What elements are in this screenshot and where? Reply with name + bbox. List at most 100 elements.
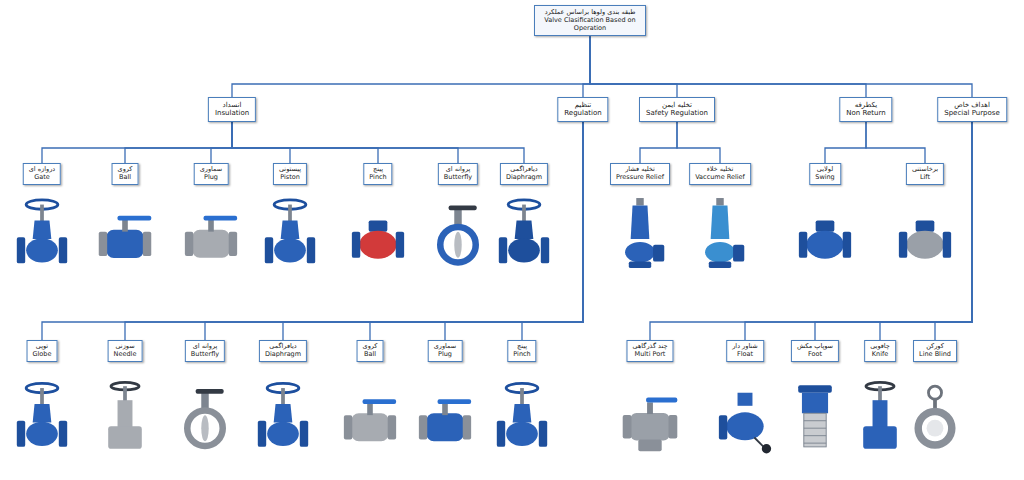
persian-label: چاقویی <box>870 343 890 351</box>
persian-label: تنظیم <box>564 101 601 109</box>
connector <box>232 122 378 163</box>
english-label: Vaccume Relief <box>695 174 745 182</box>
connector <box>522 122 583 340</box>
connector <box>640 122 677 163</box>
valve-type-box: سماوریPlug <box>194 163 229 185</box>
persian-label: تخلیه ایمن <box>646 101 708 109</box>
valve-type-box: لولاییSwing <box>809 163 841 185</box>
category-box: تنظیمRegulation <box>557 97 608 122</box>
category-box: تخلیه ایمنSafety Regulation <box>639 97 715 122</box>
english-label: Globe <box>33 351 52 359</box>
persian-label: کورکن <box>919 343 951 351</box>
persian-label: تخلیه فشار <box>616 166 664 174</box>
english-label: Needle <box>114 351 137 359</box>
valve-type-box: پینچPinch <box>507 340 536 362</box>
persian-label: لولایی <box>815 166 835 174</box>
persian-label: طبقه بندی ولوها براساس عملکرد <box>539 9 641 17</box>
valve-type-box: دیافراگمیDiaphragm <box>259 340 307 362</box>
english-label: Gate <box>29 174 55 182</box>
diaphragm-valve-icon <box>499 200 549 263</box>
connector <box>825 122 866 163</box>
persian-label: انسداد <box>215 101 249 109</box>
english-label: Pinch <box>369 174 386 182</box>
connector <box>125 122 232 163</box>
english-label: Lift <box>912 174 938 182</box>
persian-label: چند گذرگاهی <box>632 343 667 351</box>
persian-label: اهداف خاص <box>944 101 1000 109</box>
pressure-relief-icon <box>625 198 664 268</box>
connector <box>745 122 972 340</box>
gate-valve-icon <box>17 200 67 263</box>
line-blind-icon <box>918 386 952 445</box>
float-valve-icon <box>719 393 771 454</box>
pinch-valve-icon <box>352 220 404 258</box>
needle-valve-icon <box>108 382 142 448</box>
persian-label: دیافراگمی <box>506 166 542 174</box>
connector <box>42 122 583 340</box>
valve-type-box: دیافراگمیDiaphragm <box>500 163 548 185</box>
valve-type-box: شناور دارFloat <box>726 340 764 362</box>
valve-type-box: تخلیه خلاءVaccume Relief <box>689 163 751 185</box>
connector <box>445 122 583 340</box>
connector <box>650 122 972 340</box>
valve-type-box: پروانه ایButterfly <box>185 340 225 362</box>
valve-type-box: پیستونیPiston <box>273 163 307 185</box>
plug-valve-icon <box>185 216 237 258</box>
connector <box>232 122 524 163</box>
connector <box>880 122 972 340</box>
english-label: Piston <box>279 174 301 182</box>
english-label: Pressure Relief <box>616 174 664 182</box>
valve-type-box: پروانه ایButterfly <box>438 163 478 185</box>
connector <box>590 36 972 97</box>
foot-valve-icon <box>798 385 832 447</box>
valve-type-box: کرویBall <box>357 340 384 362</box>
valve-type-box: سوزنیNeedle <box>108 340 143 362</box>
persian-label: توپی <box>33 343 52 351</box>
english-label: Plug <box>200 174 223 182</box>
persian-label: شناور دار <box>732 343 758 351</box>
connector <box>211 122 232 163</box>
connector <box>232 122 290 163</box>
persian-label: کروی <box>118 166 133 174</box>
english-label: Diaphragm <box>265 351 301 359</box>
connector <box>42 122 232 163</box>
english-label: Foot <box>797 351 833 359</box>
root-box: طبقه بندی ولوها براساس عملکردValve Clasi… <box>534 5 646 36</box>
connector <box>125 122 583 340</box>
valve-type-box: پینچPinch <box>363 163 392 185</box>
english-label: Ball <box>363 351 378 359</box>
persian-label: کروی <box>363 343 378 351</box>
valve-type-box: سوپاپ مکشFoot <box>791 340 839 362</box>
valve-type-box: کورکنLine Blind <box>913 340 957 362</box>
connector <box>590 36 866 97</box>
globe-valve-icon <box>17 383 67 446</box>
persian-label: پروانه ای <box>191 343 219 351</box>
english-label: Float <box>732 351 758 359</box>
swing-check-icon <box>799 220 851 258</box>
piston-valve-icon <box>265 200 315 263</box>
connector <box>866 122 925 163</box>
ball-valve-icon <box>344 399 396 441</box>
vacuum-relief-icon <box>705 198 744 268</box>
category-box: انسدادInsulation <box>208 97 256 122</box>
connector <box>583 36 590 97</box>
connector <box>815 122 972 340</box>
persian-label: پروانه ای <box>444 166 472 174</box>
connector <box>283 122 583 340</box>
persian-label: سماوری <box>434 343 457 351</box>
valve-type-box: چاقوییKnife <box>864 340 896 362</box>
knife-valve-icon <box>863 382 897 448</box>
butterfly-valve-icon <box>187 389 223 446</box>
diaphragm-valve-icon <box>258 383 308 446</box>
valve-type-box: دروازه ایGate <box>23 163 61 185</box>
connector <box>590 36 677 97</box>
lift-check-icon <box>899 220 951 258</box>
persian-label: سماوری <box>200 166 223 174</box>
persian-label: سوپاپ مکش <box>797 343 833 351</box>
plug-valve-icon <box>419 399 471 441</box>
english-label: Diaphragm <box>506 174 542 182</box>
english-label: Ball <box>118 174 133 182</box>
english-label: Multi Port <box>632 351 667 359</box>
